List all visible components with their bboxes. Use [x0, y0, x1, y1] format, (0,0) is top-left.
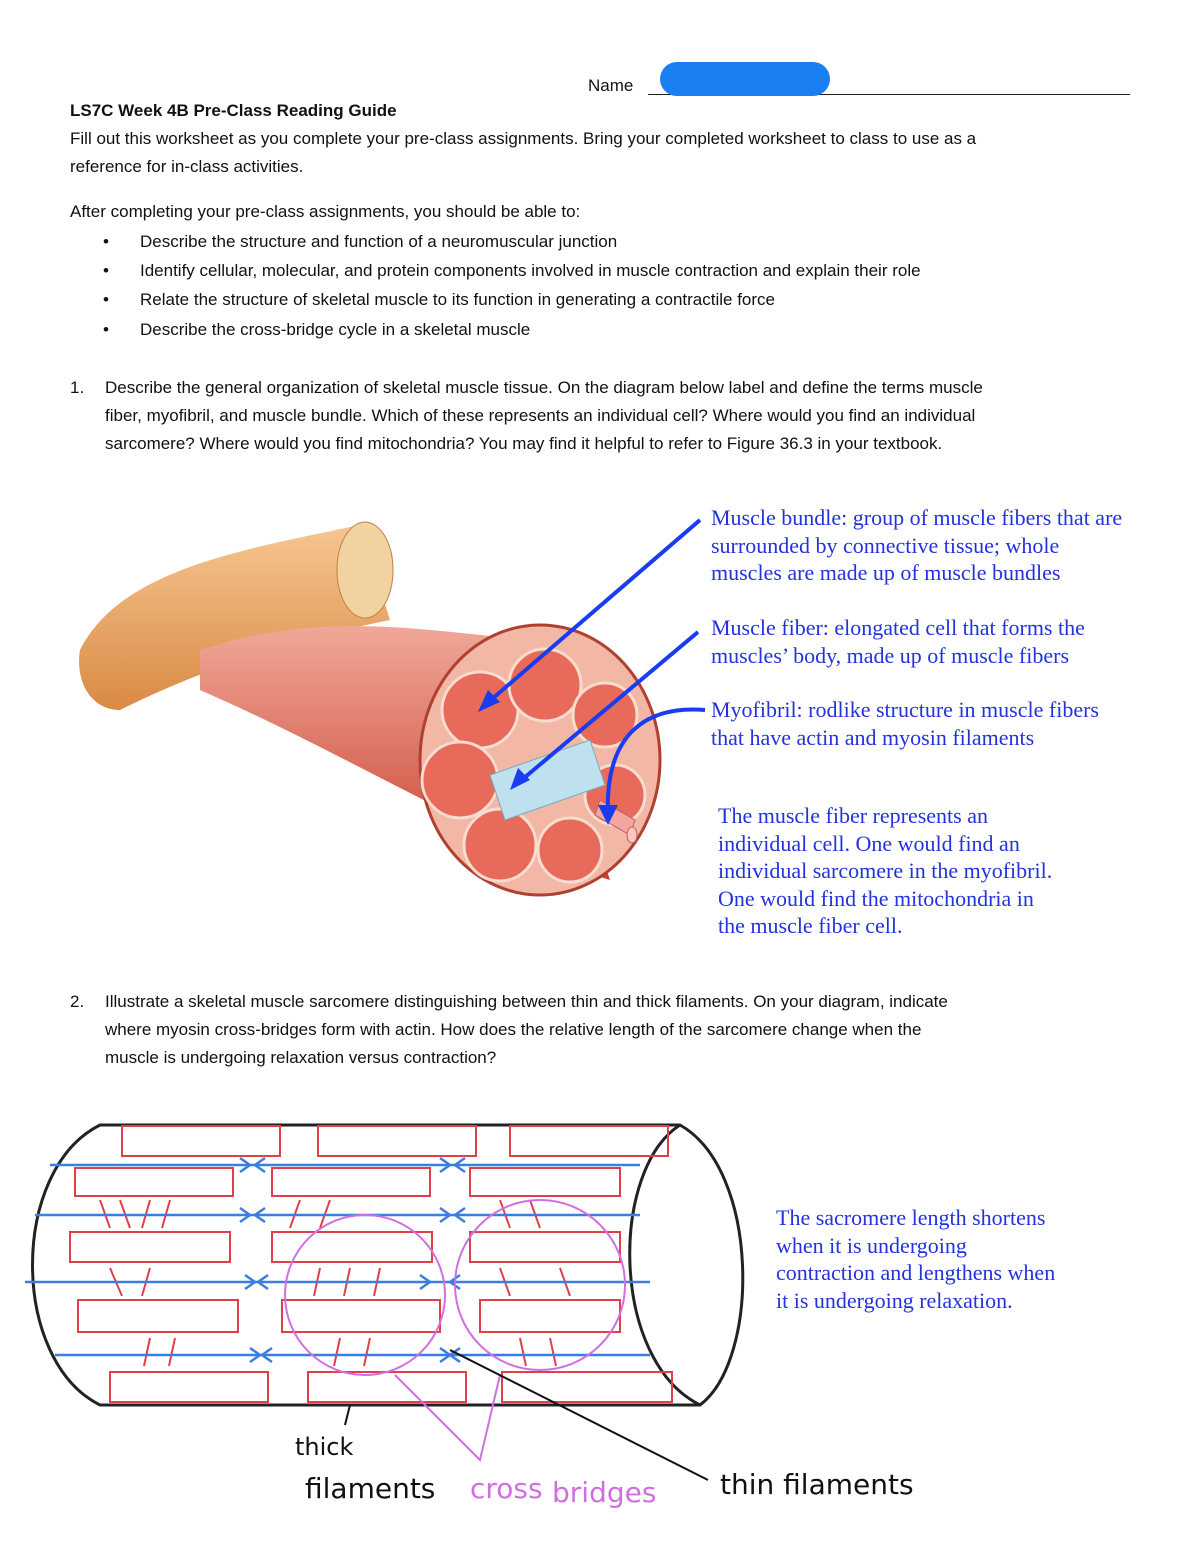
intro-text: reference for in-class activities. — [70, 157, 304, 176]
question-number: 2. — [70, 992, 85, 1011]
thin-filaments-label: thin filaments — [720, 1468, 914, 1501]
cross-bridges-label: bridges — [552, 1476, 657, 1509]
redaction-mark — [660, 62, 830, 96]
bullet: • — [103, 320, 109, 339]
sarcomere-drawing — [25, 1123, 745, 1481]
name-label: Name — [588, 76, 634, 95]
objective-item: Relate the structure of skeletal muscle … — [140, 290, 775, 309]
intro-text: Fill out this worksheet as you complete … — [70, 129, 977, 148]
thick-label: thick — [295, 1433, 354, 1461]
bullet: • — [103, 290, 109, 309]
myofibril-annotation: Myofibril: rodlike structure in muscle f… — [711, 697, 1099, 750]
objective-item: Identify cellular, molecular, and protei… — [140, 261, 921, 280]
name-field[interactable] — [648, 94, 1130, 95]
question-text: Illustrate a skeletal muscle sarcomere d… — [105, 992, 948, 1011]
fiber-outline — [31, 1123, 745, 1407]
bullet: • — [103, 232, 109, 251]
thick-filaments — [69, 1125, 673, 1403]
page-title: LS7C Week 4B Pre-Class Reading Guide — [70, 101, 397, 120]
muscle-illustration — [79, 521, 662, 897]
question-text: where myosin cross-bridges form with act… — [105, 1020, 922, 1039]
objective-item: Describe the cross-bridge cycle in a ske… — [140, 320, 531, 339]
question-text: fiber, myofibril, and muscle bundle. Whi… — [105, 406, 976, 425]
thick-label: filaments — [305, 1472, 436, 1505]
muscle-fiber-annotation: Muscle fiber: elongated cell that forms … — [711, 615, 1085, 668]
question-text: Describe the general organization of ske… — [105, 378, 983, 397]
question-text: muscle is undergoing relaxation versus c… — [105, 1048, 497, 1067]
cross-bridge-circles — [284, 1199, 626, 1462]
question-number: 1. — [70, 378, 85, 397]
cross-bridges-label: cross — [470, 1472, 543, 1505]
muscle-bundle-annotation: Muscle bundle: group of muscle fibers th… — [711, 505, 1123, 585]
thin-filaments — [25, 1156, 650, 1364]
bullet: • — [103, 261, 109, 280]
objective-item: Describe the structure and function of a… — [140, 232, 618, 251]
objectives-lead: After completing your pre-class assignme… — [70, 202, 581, 221]
question-text: sarcomere? Where would you find mitochon… — [105, 434, 943, 453]
